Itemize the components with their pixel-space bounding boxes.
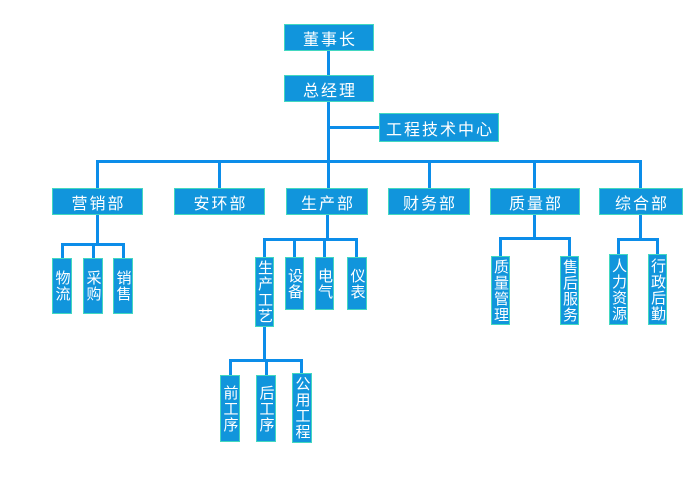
connector-drop-logistics bbox=[61, 243, 64, 258]
node-after-sales-service-label: 售后服务 bbox=[561, 258, 579, 323]
node-human-resources-label: 人力资源 bbox=[610, 257, 628, 322]
node-front-process-label: 前工序 bbox=[221, 384, 240, 433]
node-back-process-label: 后工序 bbox=[257, 384, 276, 433]
connector-trunk bbox=[327, 102, 330, 188]
node-human-resources: 人力资源 bbox=[609, 254, 628, 325]
node-logistics-label: 物流 bbox=[53, 270, 72, 302]
node-equipment: 设备 bbox=[285, 257, 304, 310]
node-instrumentation: 仪表 bbox=[347, 257, 367, 310]
node-equipment-label: 设备 bbox=[286, 267, 304, 300]
node-after-sales-service: 售后服务 bbox=[560, 256, 579, 325]
connector-general-bar bbox=[617, 238, 659, 241]
connector-drop-hr bbox=[617, 238, 620, 254]
node-production-process: 生产工艺 bbox=[255, 257, 274, 327]
connector-general-stem bbox=[639, 215, 642, 241]
node-production-dept: 生产部 bbox=[286, 188, 368, 215]
connector-drop-general bbox=[639, 160, 642, 188]
node-electrical: 电气 bbox=[315, 257, 334, 310]
connector-production-bar bbox=[263, 238, 358, 241]
node-quality-dept: 质量部 bbox=[490, 188, 580, 215]
connector-drop-electrical bbox=[323, 238, 326, 257]
connector-drop-instrument bbox=[355, 238, 358, 257]
connector-engineering-branch bbox=[328, 126, 379, 129]
node-utility-engineering: 公用工程 bbox=[292, 373, 312, 443]
connector-drop-aftersales bbox=[568, 237, 571, 256]
connector-drop-back bbox=[265, 359, 268, 376]
node-electrical-label: 电气 bbox=[316, 267, 334, 300]
connector-quality-stem bbox=[533, 215, 536, 240]
connector-drop-quality bbox=[533, 160, 536, 188]
node-marketing-dept: 营销部 bbox=[52, 188, 143, 215]
connector-drop-qm bbox=[499, 237, 502, 256]
node-sales-label: 销售 bbox=[114, 270, 133, 302]
node-front-process: 前工序 bbox=[220, 375, 240, 442]
connector-drop-marketing bbox=[96, 160, 99, 188]
node-quality-management-label: 质量管理 bbox=[492, 258, 510, 323]
connector-production-stem bbox=[326, 215, 329, 241]
connector-main-horizontal bbox=[96, 160, 642, 163]
connector-quality-bar bbox=[499, 237, 571, 240]
connector-drop-sales bbox=[122, 243, 125, 258]
node-purchasing: 采购 bbox=[83, 258, 103, 314]
connector-drop-admin bbox=[656, 238, 659, 254]
node-engineering-center: 工程技术中心 bbox=[379, 113, 499, 142]
connector-drop-purchasing bbox=[92, 243, 95, 258]
connector-drop-process bbox=[263, 238, 266, 257]
node-general-manager: 总经理 bbox=[284, 75, 374, 102]
node-admin-logistics: 行政后勤 bbox=[648, 254, 667, 325]
node-utility-engineering-label: 公用工程 bbox=[293, 376, 312, 440]
node-instrumentation-label: 仪表 bbox=[348, 267, 367, 300]
node-safety-env-dept: 安环部 bbox=[174, 188, 265, 215]
connector-chairman-gm bbox=[327, 51, 330, 76]
connector-drop-utility bbox=[300, 359, 303, 374]
connector-marketing-stem bbox=[96, 215, 99, 245]
node-finance-dept: 财务部 bbox=[388, 188, 470, 215]
connector-drop-safety bbox=[218, 160, 221, 188]
node-sales: 销售 bbox=[113, 258, 133, 314]
node-chairman: 董事长 bbox=[284, 24, 374, 51]
node-production-process-label: 生产工艺 bbox=[256, 260, 274, 324]
node-admin-logistics-label: 行政后勤 bbox=[649, 257, 667, 322]
connector-drop-front bbox=[229, 359, 232, 376]
connector-drop-equipment bbox=[293, 238, 296, 257]
node-purchasing-label: 采购 bbox=[84, 270, 103, 302]
node-back-process: 后工序 bbox=[256, 375, 276, 442]
node-logistics: 物流 bbox=[52, 258, 72, 314]
connector-drop-finance bbox=[428, 160, 431, 188]
connector-process-stem bbox=[263, 327, 266, 361]
node-general-affairs-dept: 综合部 bbox=[599, 188, 683, 215]
node-quality-management: 质量管理 bbox=[491, 256, 510, 325]
